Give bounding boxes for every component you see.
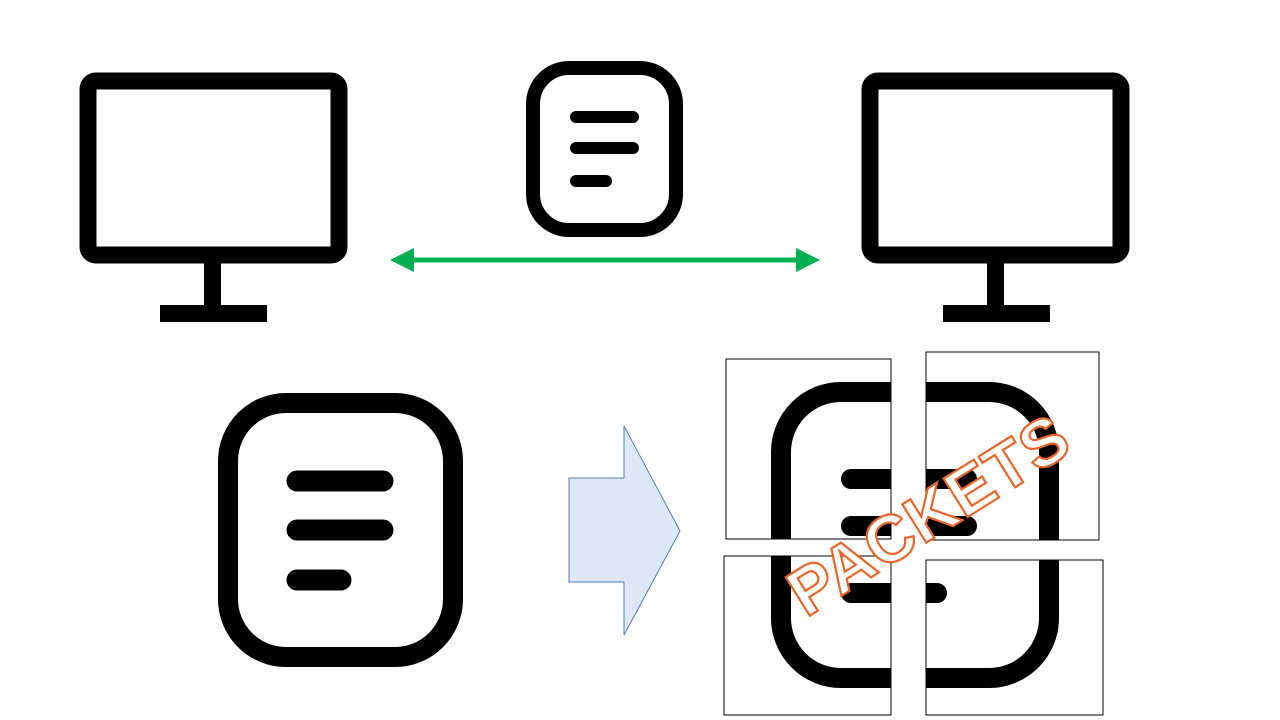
left-computer-monitor-icon (79, 72, 348, 322)
large-message-document-icon (218, 393, 463, 667)
packet-piece-top-left (725, 358, 892, 540)
process-block-arrow (568, 425, 681, 636)
bidirectional-connection-arrow (390, 248, 820, 272)
right-computer-monitor-icon (861, 72, 1130, 322)
message-document-icon (526, 61, 683, 237)
packet-piece-bottom-left (723, 555, 892, 716)
packet-piece-bottom-right (925, 559, 1104, 716)
packet-piece-top-right (925, 351, 1100, 541)
